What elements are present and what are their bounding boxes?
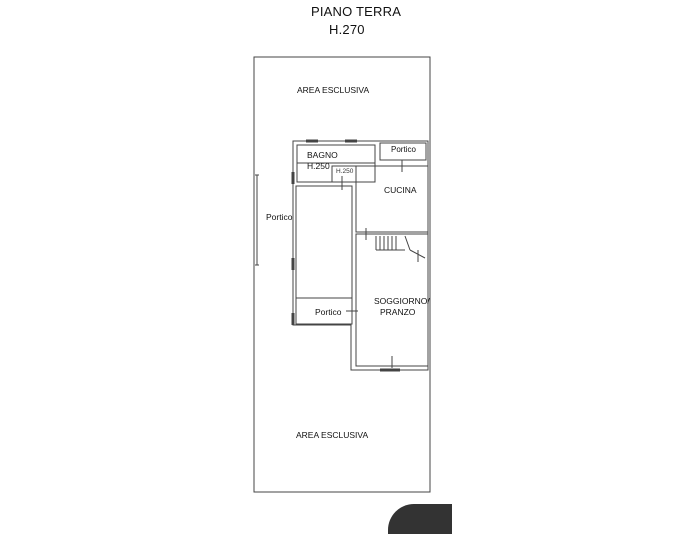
area-label-bottom: AREA ESCLUSIVA	[296, 430, 369, 440]
small-height-label: H.250	[336, 168, 354, 175]
area-label-top: AREA ESCLUSIVA	[297, 85, 370, 95]
cucina-label: CUCINA	[384, 185, 417, 195]
portico-mid-label: Portico	[315, 307, 342, 317]
bagno-height: H.250	[307, 161, 330, 171]
floor-title: PIANO TERRA	[311, 4, 402, 19]
corner-dark-shape	[388, 504, 452, 534]
bagno-name: BAGNO	[307, 150, 338, 160]
building-outline	[292, 140, 429, 371]
portico-left-label: Portico	[266, 212, 293, 222]
exclusive-area-boundary	[253, 56, 431, 493]
soggiorno-label: SOGGIORNO/ PRANZO	[374, 296, 430, 318]
soggiorno-line1: SOGGIORNO/	[374, 296, 430, 306]
height-label: H.270	[329, 22, 365, 37]
floor-plan	[253, 56, 431, 493]
cucina-room	[355, 165, 429, 233]
portico-top-right-label: Portico	[391, 145, 416, 154]
corridor	[295, 185, 353, 299]
portico-top-right	[379, 142, 427, 161]
soggiorno-line2: PRANZO	[380, 307, 416, 317]
bagno-label: BAGNO H.250	[307, 150, 338, 172]
